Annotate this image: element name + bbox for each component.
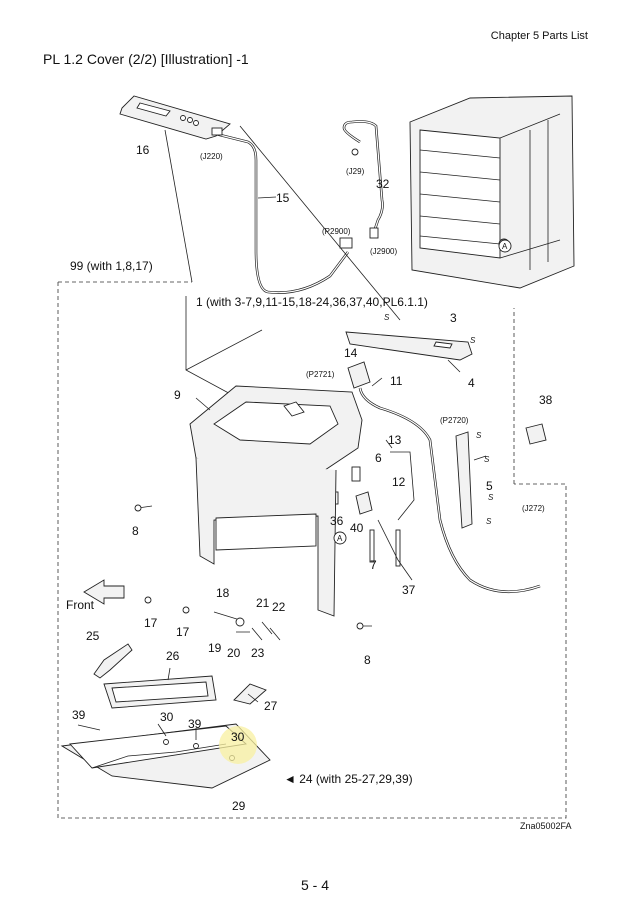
label-part-23: 23 <box>251 646 265 660</box>
tray-assembly <box>103 675 217 709</box>
label-part-16: 16 <box>136 143 150 157</box>
screw-marker: S <box>486 517 492 526</box>
connector-j220: (J220) <box>200 152 223 161</box>
connector-j29: (J29) <box>346 167 365 176</box>
connector-p2721: (P2721) <box>306 370 335 379</box>
page-number: 5 - 4 <box>300 877 329 893</box>
label-part-5: 5 <box>486 479 493 493</box>
label-part-3: 3 <box>450 311 457 325</box>
label-part-13: 13 <box>388 433 402 447</box>
label-front: Front <box>66 598 95 612</box>
label-part-14: 14 <box>344 346 358 360</box>
label-part-37: 37 <box>402 583 416 597</box>
label-part-9: 9 <box>174 388 181 402</box>
label-part-18: 18 <box>216 586 230 600</box>
label-part-8a: 8 <box>132 524 139 538</box>
label-part-29: 29 <box>232 799 246 813</box>
label-part-38: 38 <box>539 393 553 407</box>
figure-id: Zna05002FA <box>520 821 572 831</box>
screw-marker: S <box>484 455 490 464</box>
label-part-24: ◄ 24 (with 25-27,29,39) <box>284 772 413 786</box>
front-cover <box>60 723 271 789</box>
label-part-36: 36 <box>330 514 344 528</box>
label-part-39b: 39 <box>188 717 202 731</box>
label-part-15: 15 <box>276 191 290 205</box>
label-part-17a: 17 <box>144 616 158 630</box>
operator-panel <box>119 95 231 140</box>
reference-marker-a: A <box>337 534 343 543</box>
screw-marker: S <box>470 336 476 345</box>
top-cover <box>189 385 363 617</box>
label-part-7: 7 <box>370 558 377 572</box>
screw-marker: S <box>488 493 494 502</box>
label-part-17b: 17 <box>176 625 190 639</box>
label-part-26: 26 <box>166 649 180 663</box>
connector-j272: (J272) <box>522 504 545 513</box>
label-part-21: 21 <box>256 596 270 610</box>
label-part-1: 1 (with 3-7,9,11-15,18-24,36,37,40,PL6.1… <box>196 295 428 309</box>
screw-marker: S <box>384 313 390 322</box>
printer-chassis <box>409 95 575 289</box>
connector-p2900: (P2900) <box>322 227 351 236</box>
label-part-6: 6 <box>375 451 382 465</box>
label-part-39a: 39 <box>72 708 86 722</box>
label-part-25: 25 <box>86 629 100 643</box>
chapter-header: Chapter 5 Parts List <box>490 30 588 42</box>
label-part-4: 4 <box>468 376 475 390</box>
label-part-22: 22 <box>272 600 286 614</box>
highlight-marker <box>219 726 257 764</box>
reference-marker-a: A <box>502 242 508 251</box>
label-part-19: 19 <box>208 641 222 655</box>
label-part-20: 20 <box>227 646 241 660</box>
label-part-30b: 30 <box>231 730 245 744</box>
label-part-12: 12 <box>392 475 406 489</box>
label-part-8b: 8 <box>364 653 371 667</box>
page-title: PL 1.2 Cover (2/2) [Illustration] -1 <box>43 51 249 67</box>
connector-p2720: (P2720) <box>440 416 469 425</box>
label-part-32: 32 <box>376 177 390 191</box>
label-part-99: 99 (with 1,8,17) <box>70 259 153 273</box>
label-part-30a: 30 <box>160 710 174 724</box>
label-part-11: 11 <box>390 374 403 388</box>
screw-marker: S <box>476 431 482 440</box>
label-part-27: 27 <box>264 699 278 713</box>
connector-j2900: (J2900) <box>370 247 397 256</box>
label-part-40: 40 <box>350 521 364 535</box>
